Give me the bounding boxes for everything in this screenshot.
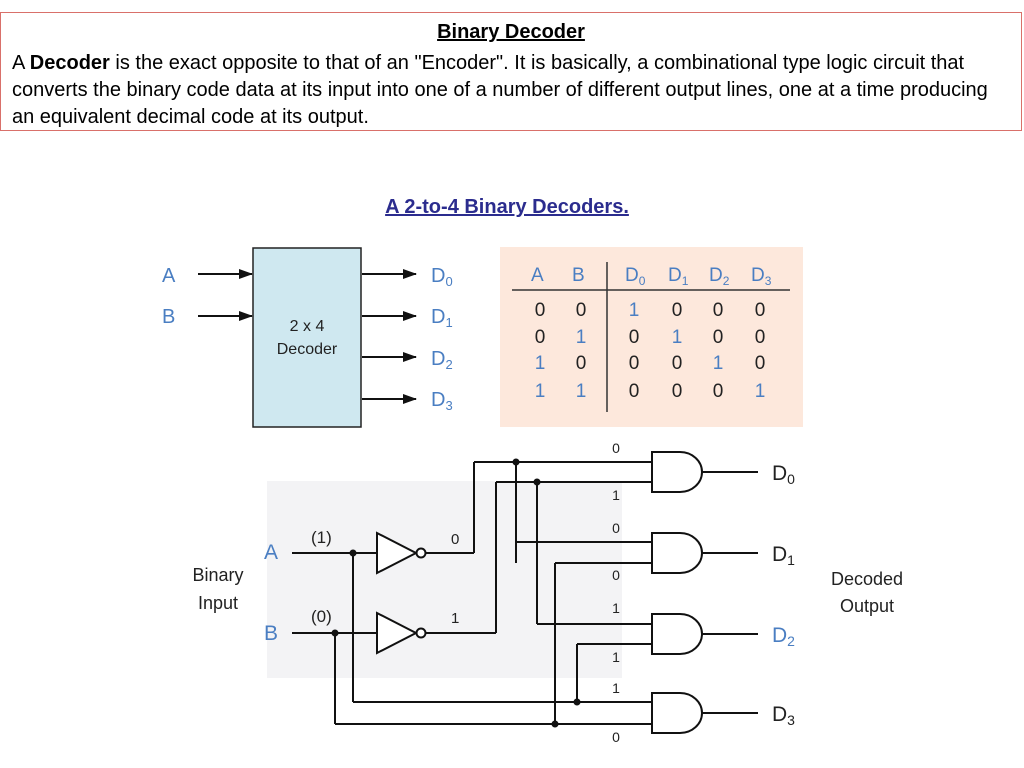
circuit-input-a: A <box>264 541 278 564</box>
gate-input-value: 0 <box>612 729 620 745</box>
truth-table-header-a: A <box>531 265 544 286</box>
diagram-subtitle: A 2-to-4 Binary Decoders. <box>385 196 629 218</box>
truth-table-cell: 1 <box>755 381 766 402</box>
truth-table-cell: 0 <box>629 353 640 374</box>
circuit-input-b: B <box>264 622 278 645</box>
inverter-a-output: 0 <box>451 531 459 548</box>
truth-table-cell: 0 <box>755 300 766 321</box>
truth-table-cell: 1 <box>576 381 587 402</box>
truth-table-cell: 0 <box>672 381 683 402</box>
input-b-value: (0) <box>311 607 332 626</box>
and-gate-d3 <box>651 692 703 734</box>
truth-table-cell: 0 <box>672 353 683 374</box>
decoder-block <box>252 247 362 428</box>
truth-table-background <box>500 247 803 427</box>
binary-input-label-2: Input <box>198 593 238 613</box>
truth-table-cell: 0 <box>576 300 587 321</box>
truth-table-cell: 0 <box>713 300 724 321</box>
truth-table-cell: 0 <box>672 300 683 321</box>
truth-table-cell: 0 <box>629 381 640 402</box>
and-gate-d1 <box>651 532 703 574</box>
binary-input-label-1: Binary <box>192 565 243 585</box>
definition-term: Decoder <box>29 52 110 74</box>
and-gate-d0 <box>651 451 703 493</box>
gate-input-value: 1 <box>612 487 620 503</box>
definition-text-rest: is the exact opposite to that of an "Enc… <box>12 52 988 128</box>
truth-table-cell: 0 <box>535 327 546 348</box>
decoder-block-label-2: Decoder <box>277 341 338 358</box>
circuit-output-d1: D1 <box>772 543 795 568</box>
truth-table-header-d0: D0 <box>625 265 646 288</box>
truth-table-cell: 0 <box>713 327 724 348</box>
truth-table-cell: 1 <box>535 353 546 374</box>
truth-table: A B D0 D1 D2 D3 0 0 1 0 0 0 0 1 0 1 0 0 1 0 0 0 1 0 1 1 0 0 0 1 <box>500 247 803 427</box>
truth-table-header-d2: D2 <box>709 265 730 288</box>
truth-table-cell: 1 <box>576 327 587 348</box>
input-a-value: (1) <box>311 528 332 547</box>
block-input-a: A <box>162 265 176 287</box>
block-diagram: A B 2 x 4 Decoder D0 D1 D2 D3 <box>162 247 453 428</box>
not-gate-b <box>376 611 427 655</box>
truth-table-cell: 1 <box>713 353 724 374</box>
truth-table-cell: 1 <box>535 381 546 402</box>
wire-junctions <box>331 458 581 728</box>
truth-table-cell: 0 <box>629 327 640 348</box>
inverter-b-output: 1 <box>451 610 459 627</box>
block-output-d1: D1 <box>431 306 453 330</box>
decoder-block-label-1: 2 x 4 <box>290 318 325 335</box>
circuit-output-d3: D3 <box>772 703 795 728</box>
circuit-input-area <box>267 481 622 678</box>
truth-table-header-d3: D3 <box>751 265 772 288</box>
circuit-wires <box>292 461 758 725</box>
circuit-output-d2: D2 <box>772 624 795 649</box>
gate-input-value: 1 <box>612 680 620 696</box>
gate-input-value: 0 <box>612 440 620 456</box>
logic-circuit: Binary Input Decoded Output A B (1) (0) <box>192 440 903 745</box>
truth-table-cell: 0 <box>576 353 587 374</box>
truth-table-header-b: B <box>572 265 585 286</box>
block-input-b: B <box>162 306 175 328</box>
gate-input-value: 1 <box>612 649 620 665</box>
definition-text: A Decoder is the exact opposite to that … <box>12 50 1001 131</box>
truth-table-cell: 1 <box>629 300 640 321</box>
block-output-d3: D3 <box>431 389 453 413</box>
decoded-output-label-1: Decoded <box>831 569 903 589</box>
block-output-d2: D2 <box>431 348 453 372</box>
definition-box: Binary Decoder A Decoder is the exact op… <box>0 12 1022 131</box>
circuit-output-d0: D0 <box>772 462 795 487</box>
gate-input-value: 1 <box>612 600 620 616</box>
truth-table-header-d1: D1 <box>668 265 689 288</box>
truth-table-cell: 0 <box>755 353 766 374</box>
truth-table-cell: 0 <box>535 300 546 321</box>
definition-text-a: A <box>12 52 30 74</box>
and-gate-d2 <box>651 613 703 655</box>
decoded-output-label-2: Output <box>840 596 894 616</box>
truth-table-cell: 0 <box>713 381 724 402</box>
definition-title: Binary Decoder <box>437 21 585 43</box>
gate-input-value: 0 <box>612 567 620 583</box>
gate-input-value: 0 <box>612 520 620 536</box>
truth-table-cell: 0 <box>755 327 766 348</box>
not-gate-a <box>376 531 427 575</box>
truth-table-cell: 1 <box>672 327 683 348</box>
block-output-d0: D0 <box>431 265 453 289</box>
